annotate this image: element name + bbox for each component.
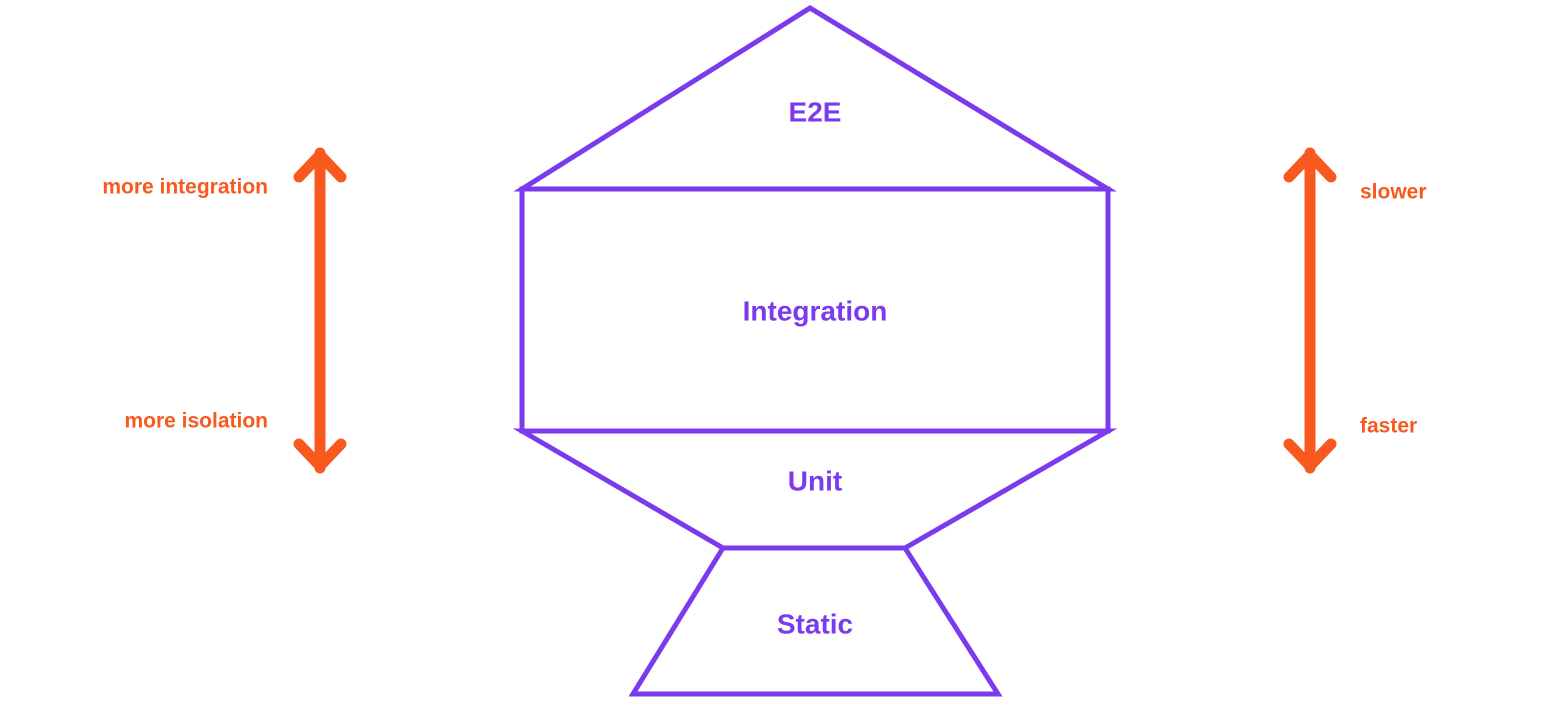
double-arrow-right-icon (1283, 147, 1337, 474)
right-arrow-head-down (1283, 438, 1337, 472)
slower-label: slower (1360, 181, 1427, 204)
layer-integration[interactable]: Integration (519, 186, 1111, 434)
integration-label: Integration (743, 295, 888, 326)
left-axis-group: more integration more isolation (102, 147, 347, 474)
more-integration-label: more integration (102, 176, 268, 199)
double-arrow-left-icon (293, 147, 347, 474)
static-label: Static (777, 608, 853, 639)
layer-e2e[interactable]: E2E (513, 5, 1117, 192)
layer-unit[interactable]: Unit (512, 428, 1118, 551)
right-axis-group: slower faster (1283, 147, 1427, 474)
layer-static[interactable]: Static (628, 545, 1003, 697)
e2e-label: E2E (789, 96, 842, 127)
unit-label: Unit (788, 465, 842, 496)
left-arrow-head-down (293, 438, 347, 472)
left-arrow-head-up (293, 149, 347, 183)
more-isolation-label: more isolation (124, 410, 268, 433)
right-arrow-head-up (1283, 149, 1337, 183)
static-trapezoid-shape (628, 545, 1003, 697)
faster-label: faster (1360, 415, 1417, 438)
